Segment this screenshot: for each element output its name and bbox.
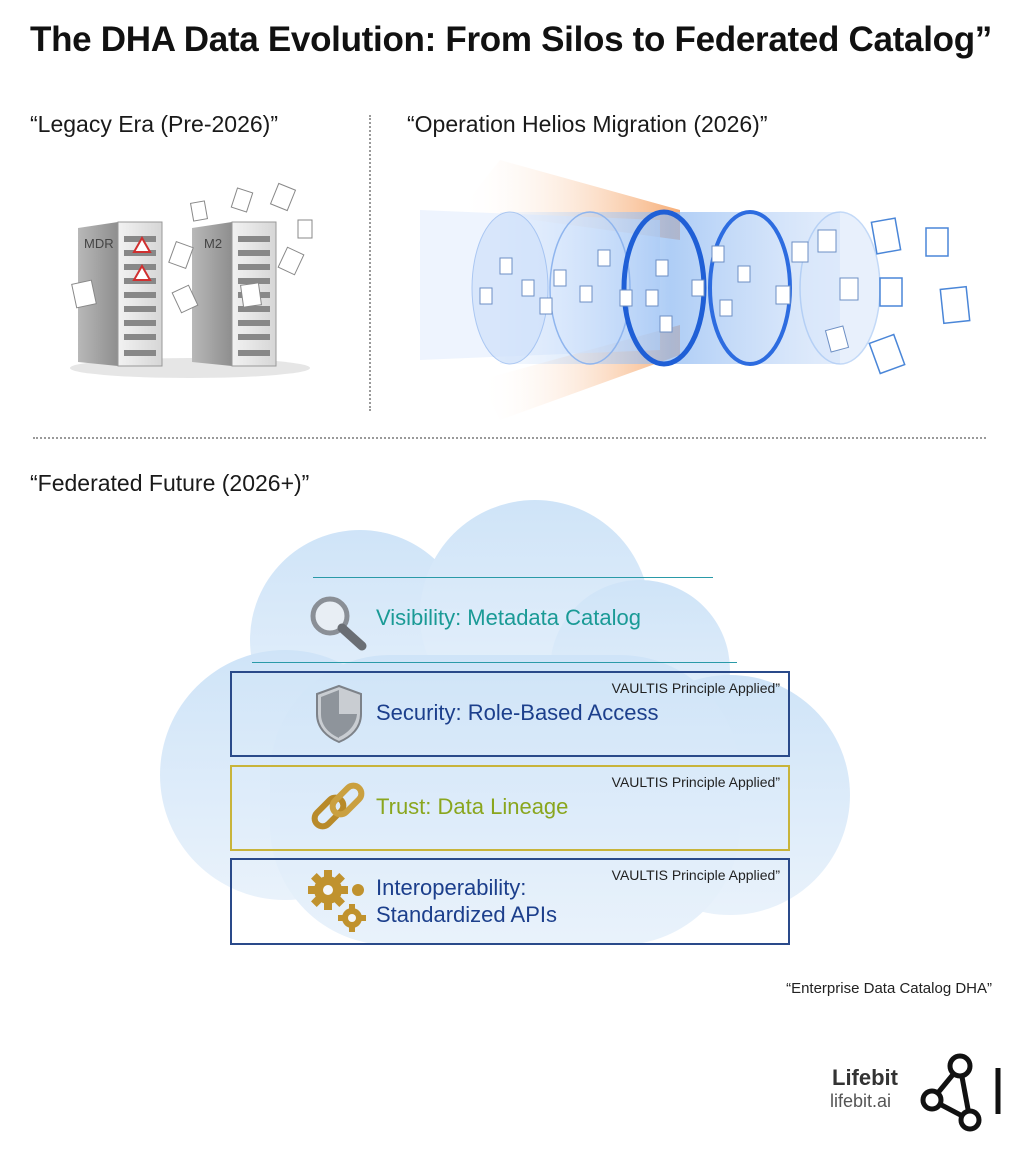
vertical-divider (369, 115, 371, 411)
legacy-servers-illustration: MDR M2 (70, 182, 313, 378)
shield-icon (316, 684, 362, 744)
scattered-documents-icon (71, 182, 313, 314)
interoperability-principle-note: VAULTIS Principle Applied” (611, 867, 780, 883)
visibility-layer-label: Visibility: Metadata Catalog (376, 605, 641, 631)
magnifier-icon (310, 596, 367, 651)
horizontal-divider (33, 437, 986, 439)
security-layer-label: Security: Role-Based Access (376, 700, 659, 725)
gears-icon (308, 870, 366, 932)
cloud-background (160, 500, 850, 945)
security-layer: VAULTIS Principle Applied” (230, 671, 790, 757)
federated-future-heading: “Federated Future (2026+)” (30, 470, 310, 496)
visibility-layer-top-line (313, 577, 713, 578)
trust-principle-note: VAULTIS Principle Applied” (611, 774, 780, 790)
output-documents-icon (868, 217, 971, 375)
trust-layer: VAULTIS Principle Applied” (230, 765, 790, 851)
trust-layer-label: Trust: Data Lineage (376, 794, 569, 819)
chain-link-icon (311, 782, 365, 830)
page-title: The DHA Data Evolution: From Silos to Fe… (30, 20, 992, 59)
interoperability-layer-label-line1: Interoperability: (376, 875, 527, 900)
migration-heading: “Operation Helios Migration (2026)” (407, 111, 768, 137)
interoperability-layer-label-line2: Standardized APIs (376, 902, 558, 927)
brand-url: lifebit.ai (830, 1091, 892, 1111)
visibility-label-text: Visibility: Metadata Catalog (376, 605, 641, 630)
security-principle-note: VAULTIS Principle Applied” (611, 680, 780, 696)
migration-tunnel-illustration (420, 160, 971, 420)
brand-name: Lifebit (832, 1065, 898, 1090)
m2-server-label: M2 (204, 236, 222, 251)
legacy-era-heading: “Legacy Era (Pre-2026)” (30, 111, 278, 137)
m2-server-icon (192, 221, 277, 367)
visibility-layer-bottom-line (252, 662, 737, 663)
lifebit-logo-icon (920, 1053, 1001, 1132)
interoperability-layer: VAULTIS Principle Applied” (230, 858, 790, 945)
mdr-server-label: MDR (84, 236, 114, 251)
migrating-documents-icon (479, 229, 859, 353)
mdr-server-icon (78, 221, 163, 367)
enterprise-catalog-footnote: “Enterprise Data Catalog DHA” (786, 980, 992, 997)
